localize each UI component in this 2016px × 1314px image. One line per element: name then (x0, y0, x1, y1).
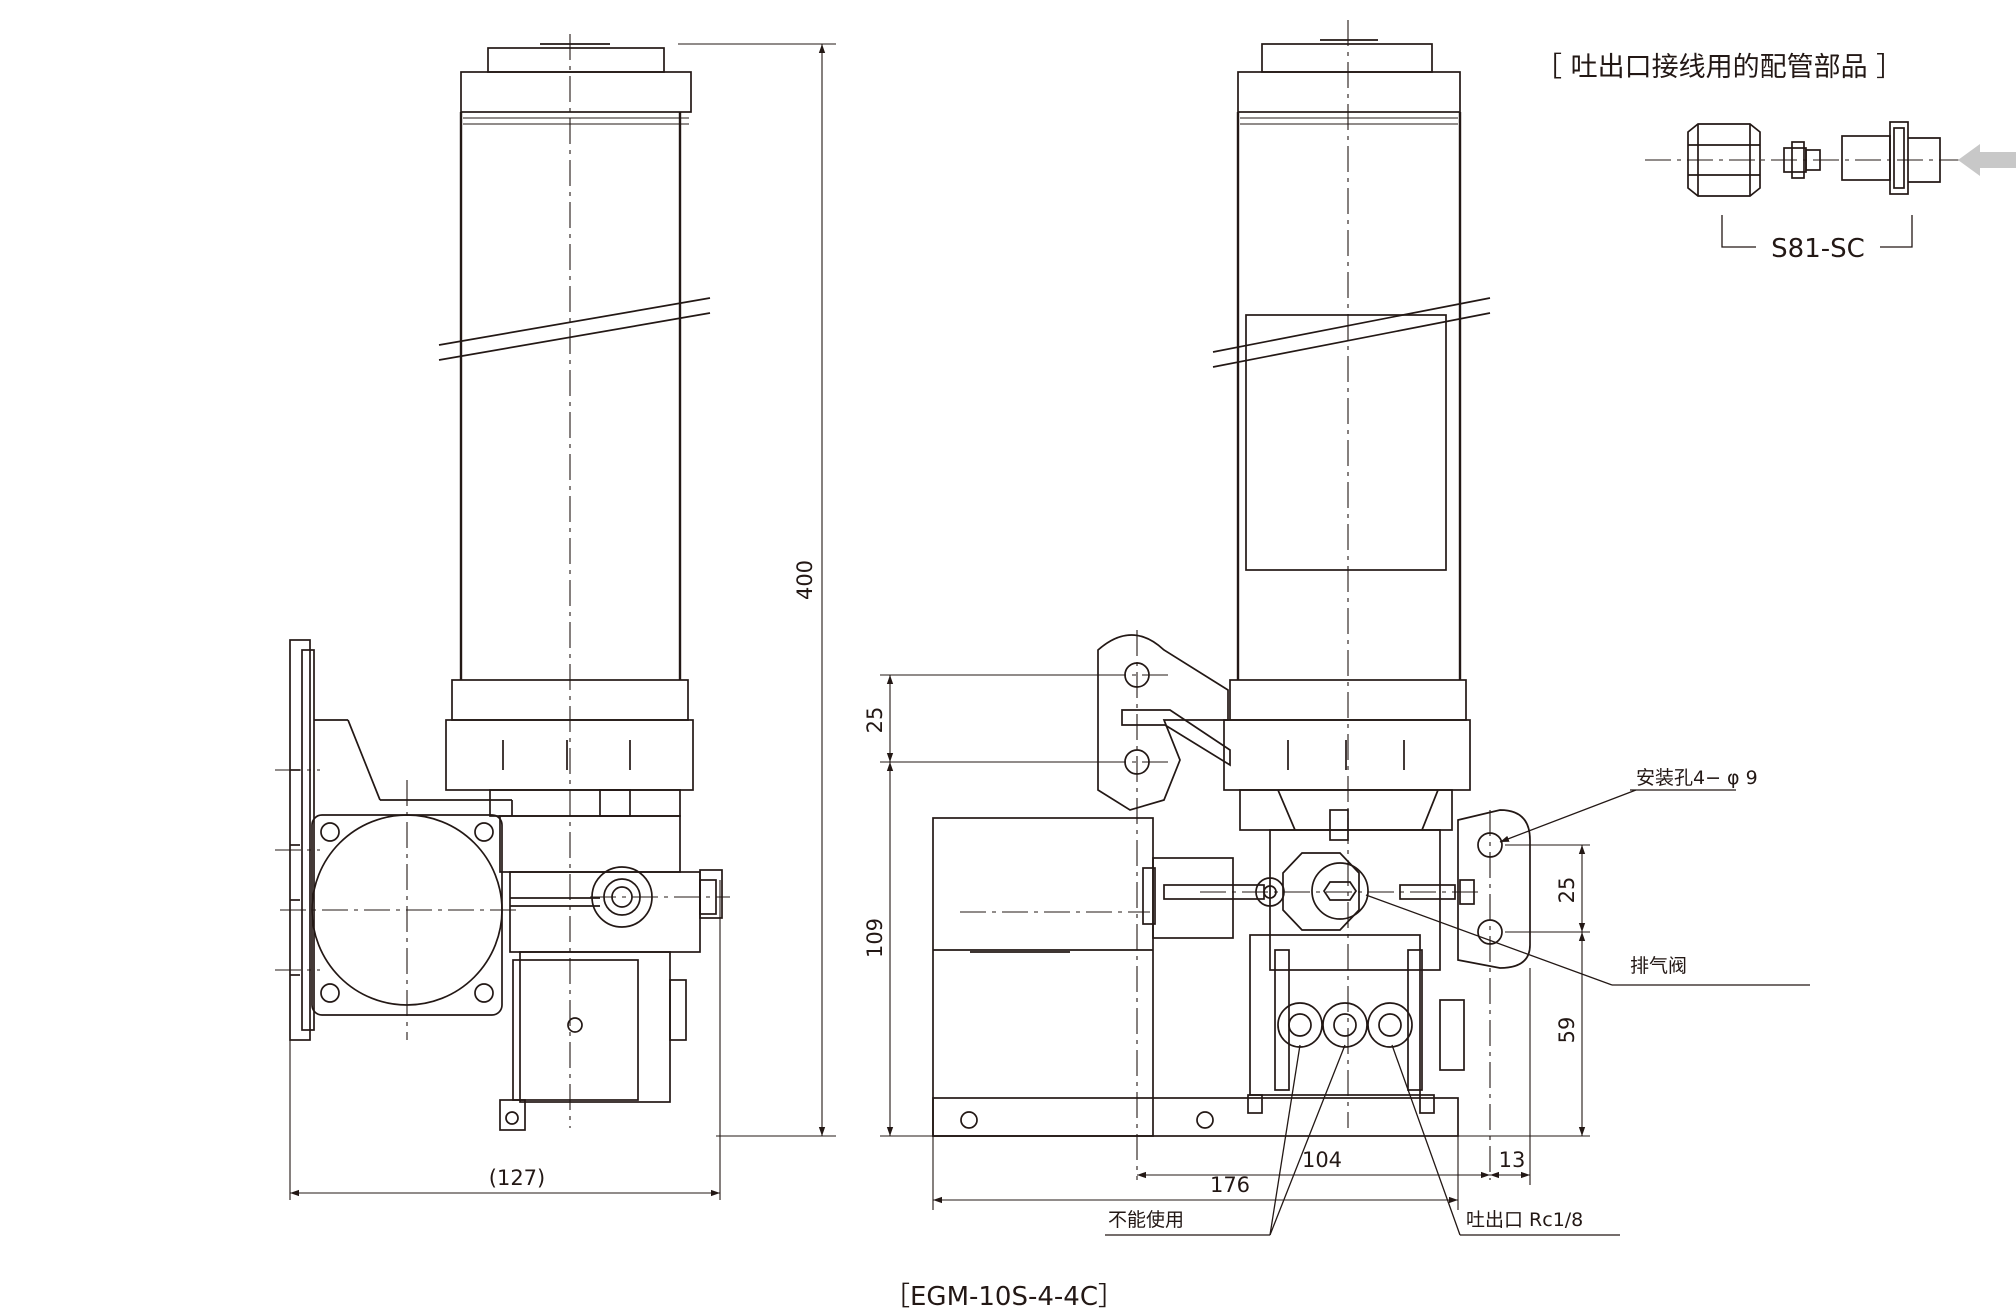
reservoir-cylinder-front (1212, 112, 1491, 831)
dimension-label-109: 109 (863, 918, 887, 958)
dimension-overall-height: 400 (678, 43, 836, 1137)
dimension-label-59: 59 (1555, 1017, 1579, 1044)
callout-mounting-holes: 安装孔4− φ 9 (1499, 767, 1758, 843)
dimension-base-width: 176 (932, 1136, 1459, 1210)
dimension-base-height: 109 (863, 762, 933, 1137)
inset-part-label: S81-SC (1771, 234, 1865, 264)
dimension-label-400: 400 (793, 560, 817, 600)
dimension-mount-pitch: 25 59 (1150, 844, 1590, 1137)
mounting-tab-right (1457, 809, 1531, 969)
dimension-hole-span: 104 (1137, 1148, 1490, 1179)
dimension-bracket-pitch: 25 (863, 674, 1112, 763)
flow-arrow-icon (1958, 144, 2016, 176)
reservoir-cap-front (1237, 39, 1461, 125)
label-outlet: 吐出口 Rc1/8 (1466, 1209, 1583, 1231)
dimension-label-25-left: 25 (863, 707, 887, 734)
front-view: 25 109 25 59 104 13 (863, 20, 1810, 1236)
pump-body-side (499, 789, 723, 1131)
dimension-label-104: 104 (1302, 1148, 1342, 1172)
base-block (932, 817, 1459, 1137)
dimension-label-176: 176 (1210, 1173, 1250, 1197)
dimension-label-25-right: 25 (1555, 877, 1579, 904)
callout-air-vent: 排气阀 (1365, 894, 1810, 986)
dimension-label-13: 13 (1499, 1148, 1526, 1172)
figure-caption: ［EGM-10S-4-4C］ (884, 1282, 1124, 1312)
dimension-hole-offset: 13 (1490, 968, 1531, 1185)
inset-piping-parts: ［ 吐出口接线用的配管部品 ］ S81-SC (1535, 52, 2016, 264)
label-not-usable: 不能使用 (1108, 1209, 1184, 1231)
label-mounting-holes: 安装孔4− φ 9 (1636, 767, 1758, 789)
dimension-label-127: (127) (489, 1166, 545, 1190)
side-view: 400 (127) (275, 34, 836, 1200)
inset-title: ［ 吐出口接线用的配管部品 ］ (1535, 52, 1903, 83)
mounting-bracket (1097, 634, 1231, 811)
dimension-side-width: (127) (289, 880, 721, 1200)
callout-outlet: 吐出口 Rc1/8 (1391, 1044, 1620, 1236)
reservoir-cap-side (460, 43, 692, 125)
label-air-vent: 排气阀 (1630, 955, 1687, 977)
callout-not-usable: 不能使用 (1105, 1044, 1346, 1236)
reservoir-cylinder-side (438, 112, 711, 817)
pump-body-front (1163, 809, 1475, 1114)
